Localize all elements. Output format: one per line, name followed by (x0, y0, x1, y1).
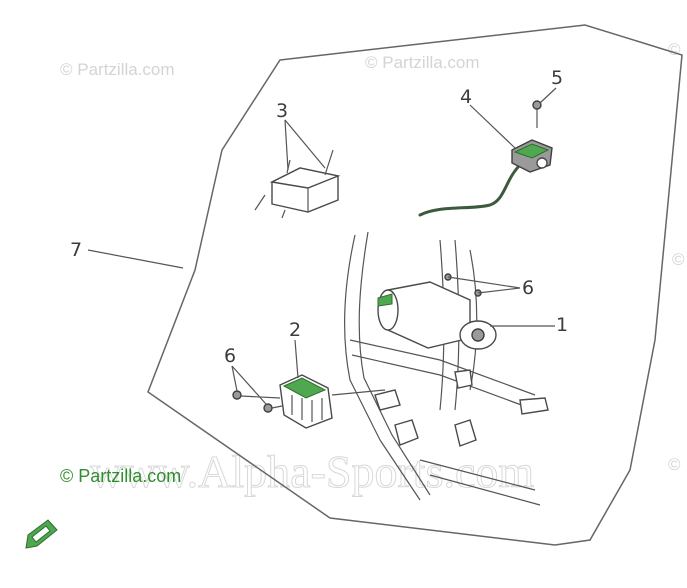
leader-4 (469, 104, 516, 149)
relay-box (254, 149, 341, 219)
bolts-left (232, 390, 283, 413)
callout-6-right: 6 (522, 277, 534, 299)
assembly-outline (147, 24, 683, 546)
callout-3: 3 (276, 100, 288, 122)
watermark-big: www.Alpha-Sports.com (90, 446, 534, 497)
leader-5 (539, 87, 557, 104)
leader-3b (284, 119, 326, 169)
callout-2: 2 (289, 319, 301, 341)
callout-5: 5 (551, 67, 563, 89)
watermark-right-mid: © (672, 250, 685, 269)
leader-6a-b (231, 365, 267, 405)
chassis-frame (343, 231, 549, 506)
callout-1: 1 (556, 314, 568, 336)
watermark-bottom-left: © Partzilla.com (60, 466, 181, 486)
leader-6b-a (447, 276, 521, 289)
watermark-right-bottom: © (668, 455, 681, 474)
watermark-right-top: © (668, 40, 681, 59)
callout-4: 4 (460, 86, 472, 108)
starter-motor (377, 273, 497, 350)
leader-7 (87, 249, 184, 269)
screw (532, 100, 542, 128)
callout-7: 7 (70, 239, 82, 261)
regulator (279, 374, 386, 429)
watermark-top-left: © Partzilla.com (60, 60, 175, 79)
callout-6-left: 6 (224, 345, 236, 367)
leader-2 (294, 339, 299, 379)
pencil-logo-icon (25, 519, 58, 549)
switch-assembly (418, 139, 553, 217)
leader-6b-b (477, 287, 521, 294)
leader-3a (284, 119, 289, 171)
watermark-top-center: © Partzilla.com (365, 53, 480, 72)
leader-6a-a (231, 365, 238, 392)
